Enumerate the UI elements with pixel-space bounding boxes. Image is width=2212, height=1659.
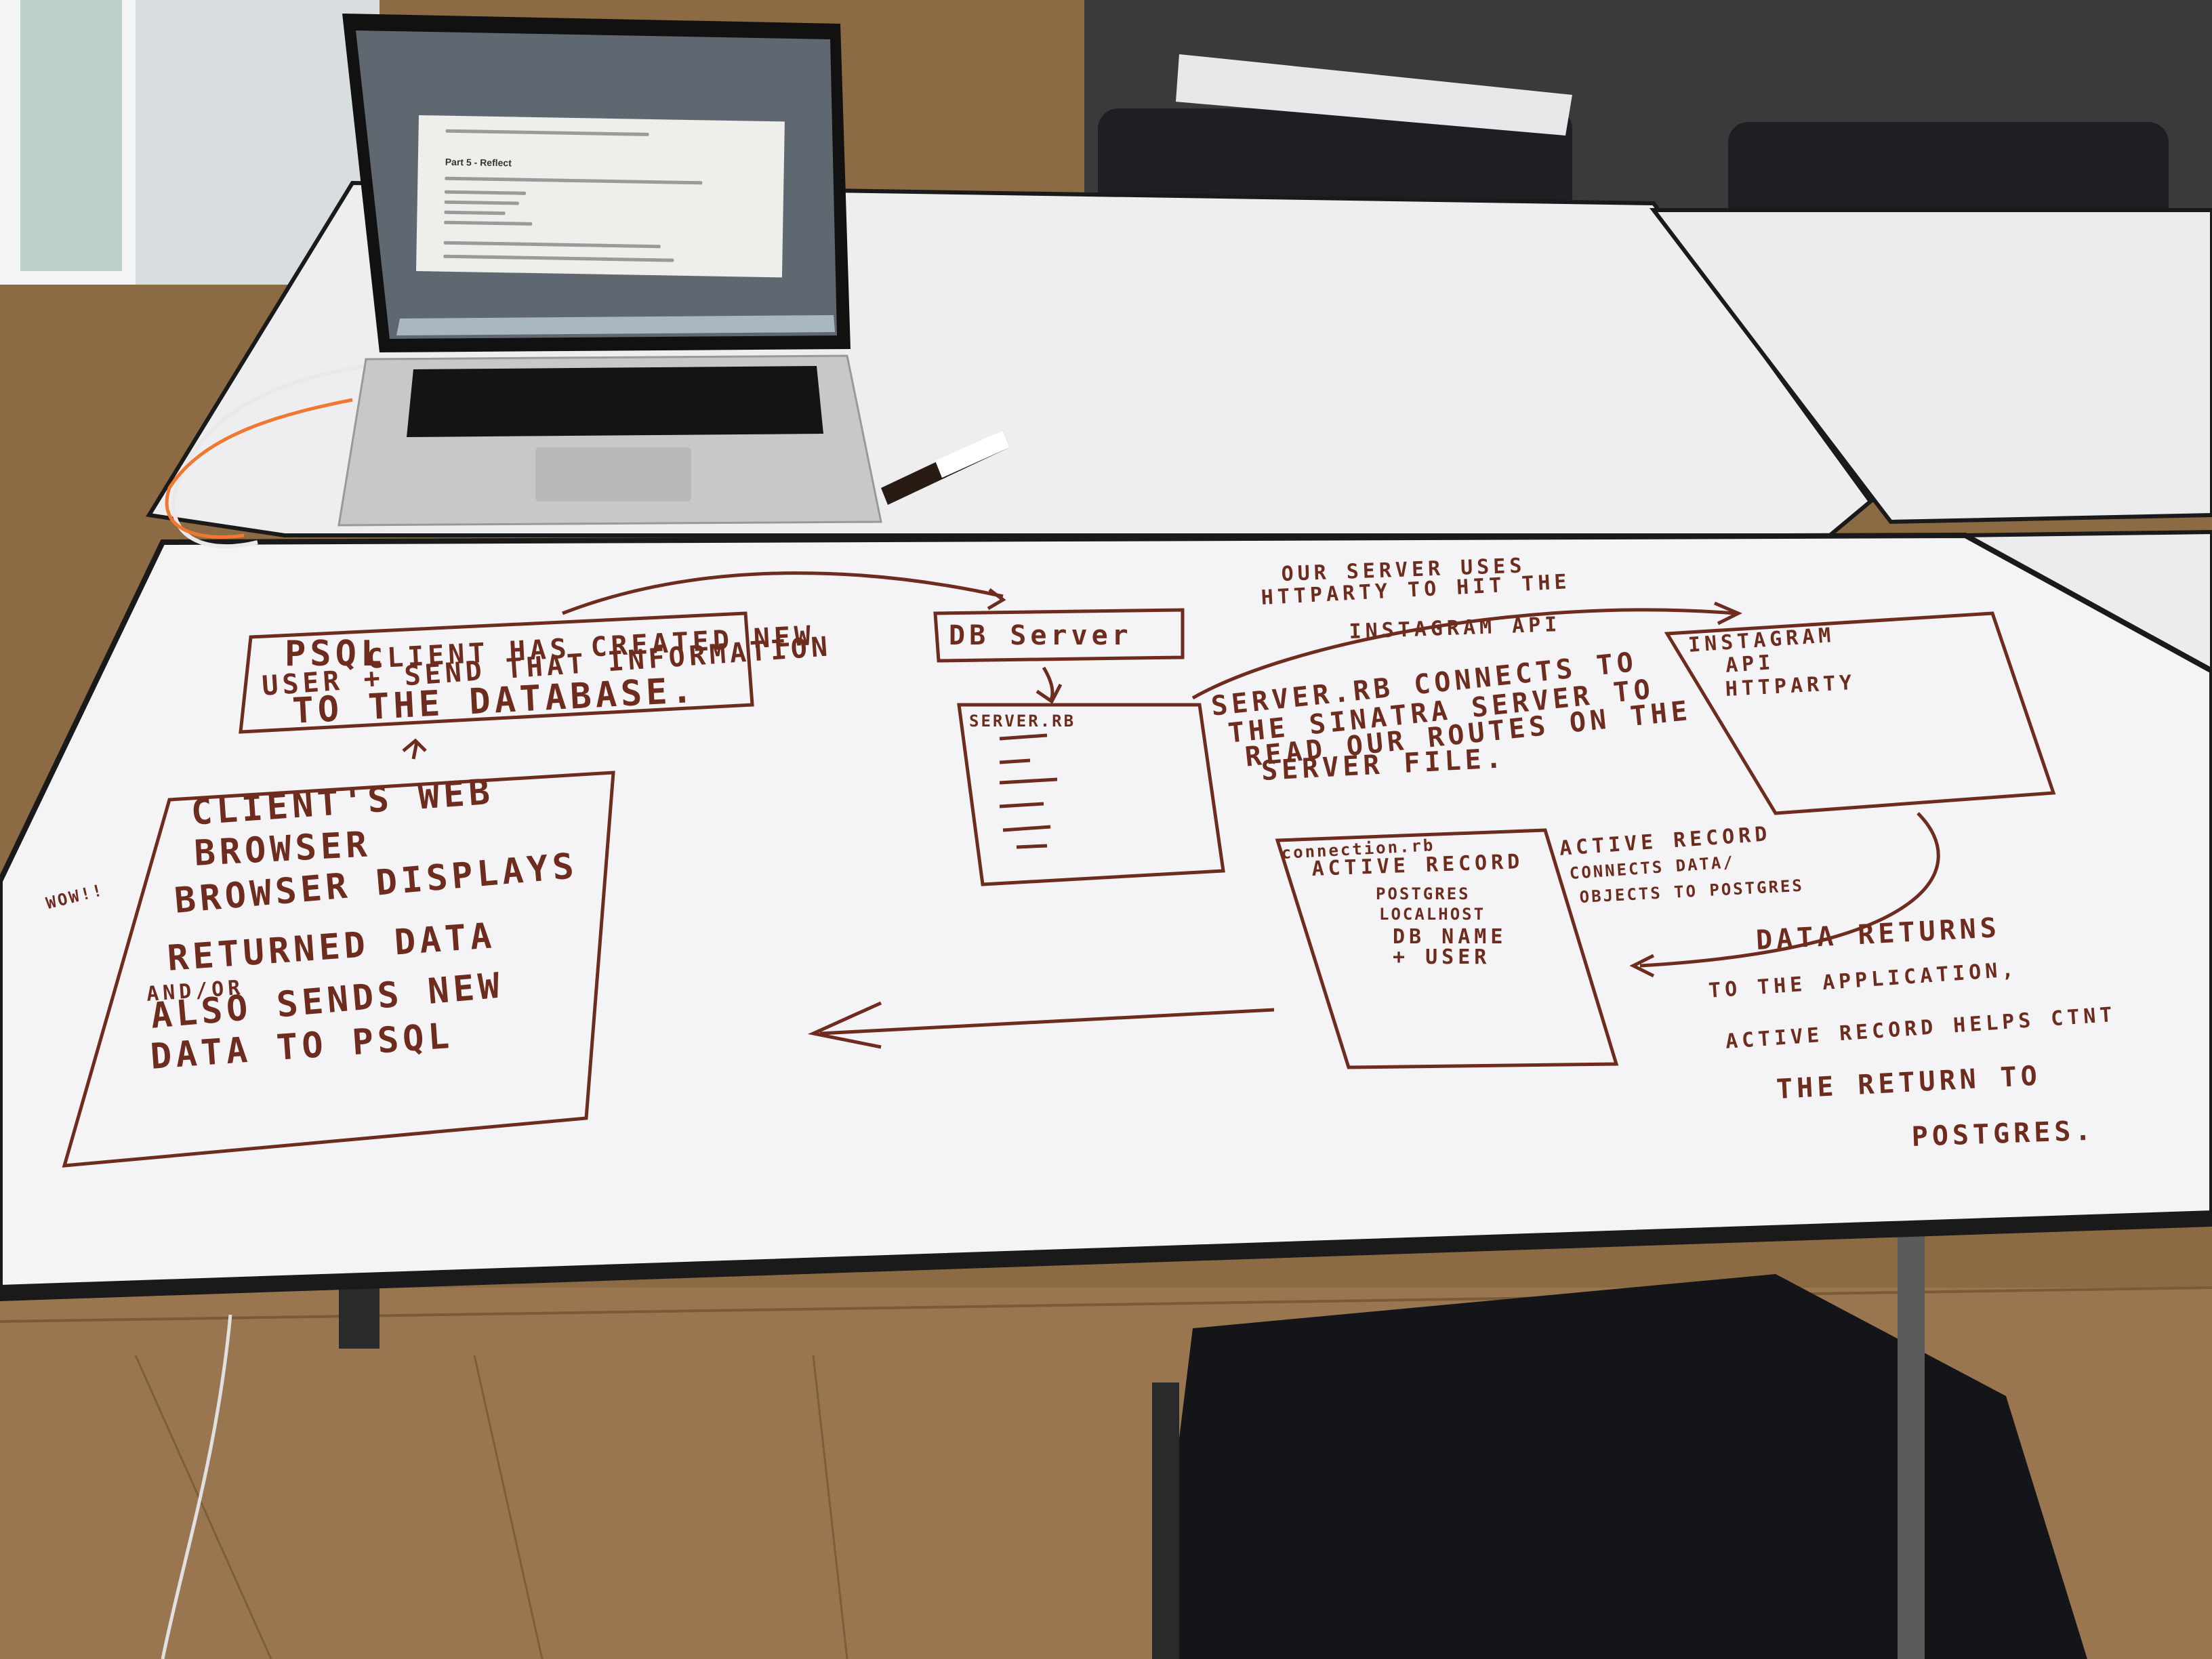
- connection-line-6: + USER: [1393, 945, 1491, 969]
- server-rb-box: [957, 703, 1225, 886]
- psql-box: [239, 611, 754, 734]
- connection-line-4: LOCALHOST: [1379, 905, 1486, 924]
- psql-to-db-arrow: [562, 571, 1004, 615]
- server-rb-box-title: SERVER.RB: [969, 712, 1076, 731]
- client-box: [62, 771, 615, 1168]
- connection-line-3: POSTGRES: [1376, 884, 1471, 903]
- connection-box: [1275, 828, 1619, 1069]
- psql-line-1: PSQL: [285, 634, 386, 674]
- instagram-box: [1664, 611, 2056, 815]
- db-server-label: DB Server: [949, 620, 1132, 651]
- db-server-box: [933, 608, 1185, 663]
- connection-line-5: DB NAME: [1393, 925, 1507, 949]
- data-returns-line-5: POSTGRES.: [1911, 1115, 2096, 1153]
- instagram-line-2: API: [1725, 650, 1776, 678]
